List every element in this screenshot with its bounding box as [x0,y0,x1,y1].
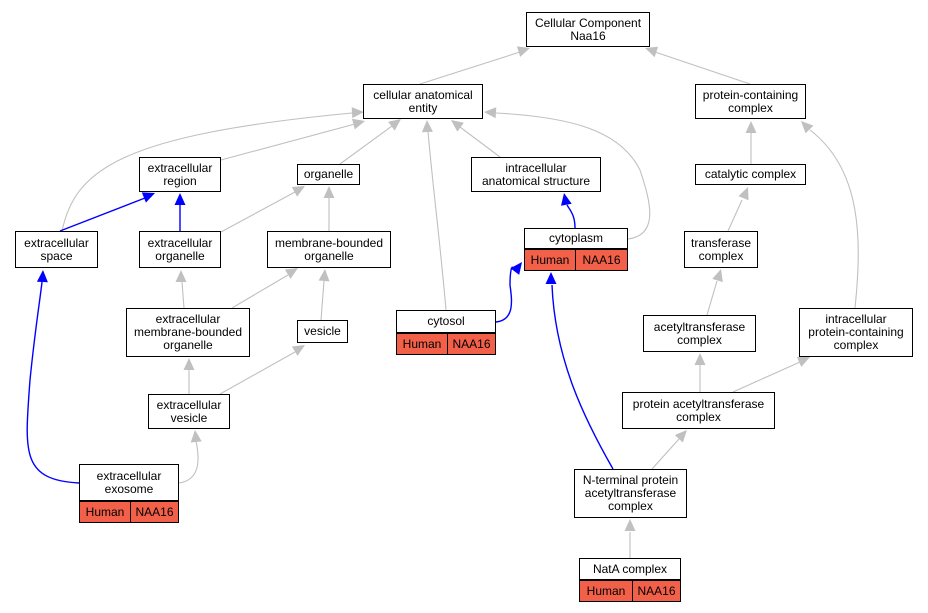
go-term-node-transferase-complex[interactable]: transferase complex [684,231,758,268]
go-term-node-extracellular-exosome[interactable]: extracellular exosome [79,464,179,501]
edge-arrowhead-cytosol-to-cyto [510,262,522,275]
edge-arrowhead-ac-to-tc [712,269,723,283]
edge-arrowhead-mbo-to-org [323,186,335,198]
species-label: Human [402,336,442,351]
edge-arrowhead-exo-to-ev [190,430,202,443]
go-term-node-extracellular-membrane-bounded-organelle[interactable]: extracellular membrane-bounded organelle [126,308,250,357]
edge-arrowhead-org-to-cae [388,119,401,131]
edge-es-to-er [59,197,146,232]
edge-embo-to-eo [181,281,185,309]
edge-ev-to-ves [219,351,296,395]
edge-arrowhead-embo-to-eo [175,270,187,282]
go-term-node-acetyltransferase-complex[interactable]: acetyltransferase complex [643,315,756,352]
edge-tc-to-cat [727,199,743,232]
go-term-node-membrane-bounded-organelle[interactable]: membrane-bounded organelle [267,231,391,268]
edge-arrowhead-ev-to-embo [183,358,195,370]
go-term-node-catalytic-complex[interactable]: catalytic complex [695,164,806,185]
edge-cytosol-to-cae [427,130,447,311]
edge-arrowhead-ntpac-to-cyto [545,272,557,284]
edge-arrowhead-embo-to-mbo [284,268,298,279]
edge-arrowhead-er-to-cae [352,118,365,130]
edge-arrowhead-cat-to-pcc [745,121,757,133]
edge-ves-to-mbo [320,280,325,321]
edge-org-to-cae [339,125,393,165]
edge-pac-to-ipcc [732,361,801,393]
species-label: Human [85,504,125,519]
species-label: Human [586,583,626,598]
go-term-node-nata-complex[interactable]: NatA complex [579,558,681,580]
gene-label: NAA16 [575,250,627,270]
edge-es-to-cae [61,112,353,232]
edge-ntpac-to-pac [651,438,680,470]
gene-annotation-cytosol: Human NAA16 [396,333,496,355]
edge-arrowhead-ntpac-to-pac [674,430,687,443]
edge-arrowhead-ipcc-to-pcc [801,121,814,134]
go-term-node-vesicle[interactable]: vesicle [297,320,348,343]
edge-cyto-to-ias [566,204,576,229]
species-label: Human [530,252,570,267]
edge-arrowhead-cae-to-root [516,46,530,57]
gene-annotation-nata-complex: Human NAA16 [579,580,681,602]
go-term-node-extracellular-space[interactable]: extracellular space [15,231,98,268]
edge-ac-to-tc [706,280,718,316]
go-term-node-cytosol[interactable]: cytosol [396,310,496,333]
go-term-node-extracellular-region[interactable]: extracellular region [139,157,221,192]
go-term-node-cytoplasm[interactable]: cytoplasm [524,228,628,249]
edge-arrowhead-cyto-to-cae [484,107,497,119]
edge-ipcc-to-pcc [809,129,859,309]
go-term-node-root[interactable]: Cellular Component Naa16 [526,12,650,47]
graph-edges [26,46,859,558]
gene-label: NAA16 [447,334,495,354]
go-term-node-cellular-anatomical-entity[interactable]: cellular anatomical entity [363,84,483,119]
go-term-node-extracellular-organelle[interactable]: extracellular organelle [139,231,221,268]
edge-exo-to-ev [178,440,199,484]
edge-cae-to-root [419,51,521,85]
go-term-node-protein-containing-complex[interactable]: protein-containing complex [695,84,806,119]
edge-arrowhead-cytosol-to-cae [421,120,433,133]
edge-cyto-to-cae [495,112,651,240]
go-term-node-extracellular-vesicle[interactable]: extracellular vesicle [148,394,230,429]
edge-arrowhead-eo-to-er [174,193,186,205]
edge-cytosol-to-cyto [495,266,514,323]
edge-arrowhead-cyto-to-ias [561,193,572,206]
go-term-node-n-terminal-protein-acetyltransferase-complex[interactable]: N-terminal protein acetyltransferase com… [574,469,687,518]
edge-embo-to-mbo [231,274,289,309]
edge-arrowhead-tc-to-cat [738,187,749,201]
gene-label: NAA16 [632,581,680,601]
go-term-node-protein-acetyltransferase-complex[interactable]: protein acetyltransferase complex [622,392,775,429]
gene-annotation-extracellular-exosome: Human NAA16 [79,501,179,523]
go-term-node-organelle[interactable]: organelle [297,164,360,185]
edge-ntpac-to-cyto [551,284,614,470]
gene-label: NAA16 [130,502,178,522]
go-term-node-intracellular-protein-containing-complex[interactable]: intracellular protein-containing complex [799,308,913,357]
edge-eo-to-org [220,191,296,233]
edge-pcc-to-root [654,51,751,85]
edge-arrowhead-es-to-cae [351,107,364,119]
edge-arrowhead-ves-to-mbo [318,269,330,282]
edge-arrowhead-exo-to-es [36,270,48,283]
edge-er-to-cae [220,123,356,161]
gene-annotation-cytoplasm: Human NAA16 [524,249,628,271]
edge-ias-to-cae [459,126,501,158]
edge-arrowhead-nata-to-ntpac [624,519,636,531]
edge-arrowhead-ias-to-cae [451,120,464,132]
edge-arrowhead-pcc-to-root [645,46,659,58]
edge-arrowhead-pac-to-ac [694,353,706,365]
edge-arrowhead-eo-to-org [291,186,305,197]
edge-exo-to-es [26,281,80,484]
go-term-node-intracellular-anatomical-structure[interactable]: intracellular anatomical structure [471,157,601,192]
edge-arrowhead-ev-to-ves [291,345,305,356]
edge-arrowhead-pac-to-ipcc [796,356,810,367]
edge-arrowhead-es-to-er [141,192,155,203]
